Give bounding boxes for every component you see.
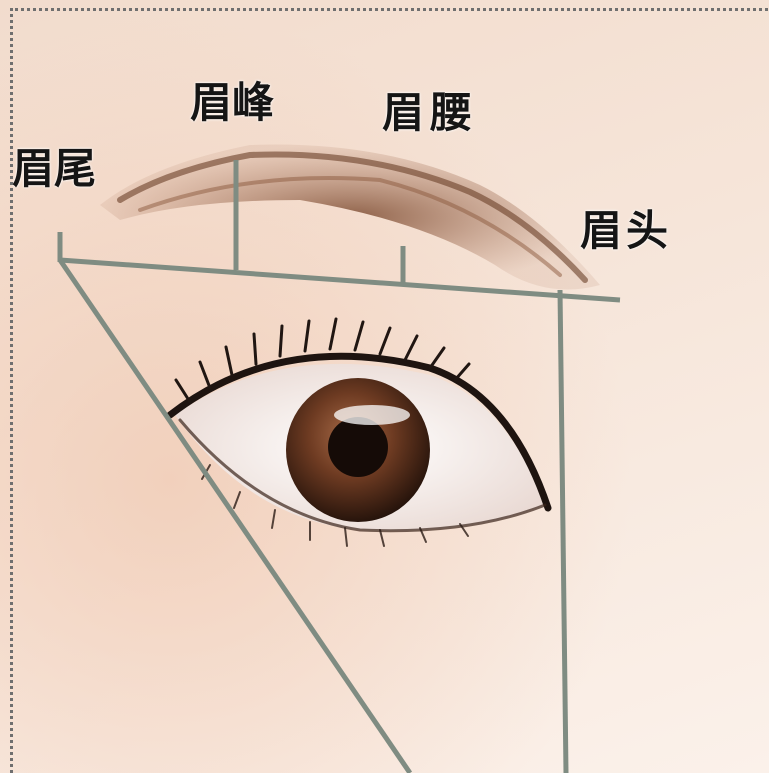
eye-highlight bbox=[334, 405, 410, 425]
label-brow-waist: 眉腰 bbox=[382, 92, 478, 134]
label-brow-tail: 眉尾 bbox=[12, 148, 96, 190]
label-brow-peak: 眉峰 bbox=[190, 82, 274, 124]
label-brow-head: 眉头 bbox=[580, 210, 672, 252]
pupil bbox=[328, 417, 388, 477]
